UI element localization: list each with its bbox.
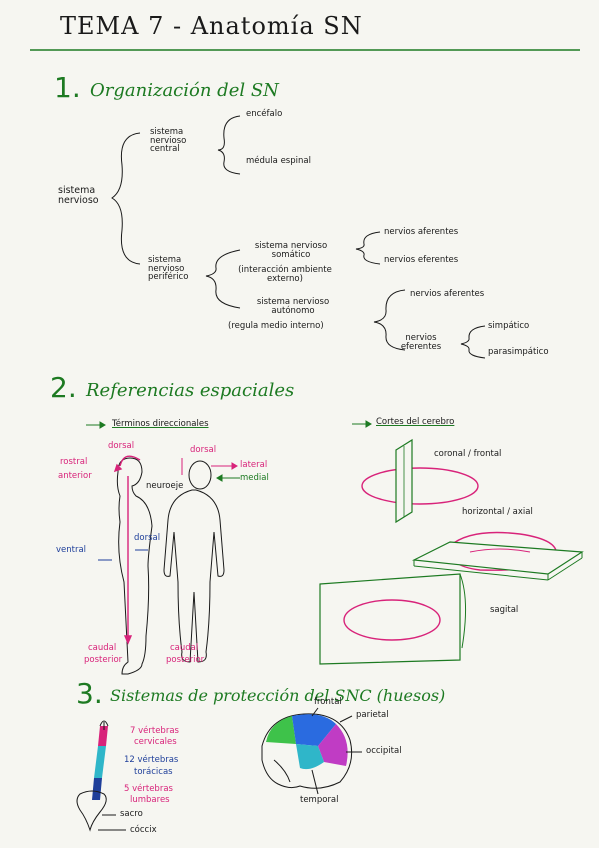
- label-horizontal: horizontal / axial: [462, 507, 533, 517]
- tree-medula: médula espinal: [246, 156, 311, 166]
- section-2-number: 2.: [50, 371, 77, 404]
- section-2-heading: Referencias espaciales: [86, 380, 295, 401]
- spine-coccix: cóccix: [130, 825, 157, 835]
- side-figure: [116, 457, 153, 675]
- directional-title: Términos direccionales: [112, 419, 209, 429]
- skull-frontal: frontal: [314, 697, 342, 707]
- spine-lumbares-1: 5 vértebras: [124, 784, 173, 794]
- spine-cervicales-1: 7 vértebras: [130, 726, 179, 736]
- spine-toracicas-2: torácicas: [134, 767, 173, 777]
- spine-lumbares-2: lumbares: [130, 795, 170, 805]
- label-rostral: rostral: [60, 457, 88, 467]
- label-ventral: ventral: [56, 545, 87, 555]
- tree-som-eferentes: nervios eferentes: [384, 255, 459, 265]
- label-dorsal-side: dorsal: [134, 533, 161, 543]
- tree-somatico: sistema nervioso somático: [254, 241, 328, 260]
- brace-snp: [205, 249, 241, 309]
- label-medial: medial: [240, 473, 269, 483]
- tree-simpatico: simpático: [488, 321, 530, 331]
- label-posterior-right: posterior: [166, 655, 205, 665]
- spine-drawing: [76, 720, 126, 832]
- label-neuroeje: neuroeje: [146, 481, 184, 491]
- tree-som-aferentes: nervios aferentes: [384, 227, 459, 237]
- tree-autonomo: sistema nervioso autónomo: [256, 297, 330, 316]
- brace-autonomo: [373, 289, 406, 351]
- section-1-number: 1.: [54, 71, 81, 104]
- brace-snc: [217, 115, 241, 175]
- skull-temporal: temporal: [300, 795, 339, 805]
- section-1-heading: Organización del SN: [90, 80, 279, 101]
- label-caudal-left: caudal: [88, 643, 117, 653]
- label-dorsal-top: dorsal: [108, 441, 135, 451]
- tree-encefalo: encéfalo: [246, 109, 283, 119]
- tree-parasimpatico: parasimpático: [488, 347, 549, 357]
- page-title: TEMA 7 - Anatomía SN: [60, 12, 363, 40]
- spine-toracicas-1: 12 vértebras: [124, 755, 179, 765]
- tree-snc: sistema nervioso central: [150, 127, 187, 154]
- skull-parietal: parietal: [356, 710, 389, 720]
- front-figure: [163, 460, 225, 663]
- tree-somatico-note: (interacción ambiente externo): [238, 265, 332, 284]
- coronal-cut-drawing: [361, 438, 479, 524]
- label-caudal-right: caudal: [170, 643, 199, 653]
- label-posterior-left: posterior: [84, 655, 123, 665]
- cortes-title: Cortes del cerebro: [376, 417, 455, 427]
- tree-aut-eferentes: nervios eferentes: [400, 333, 442, 352]
- sagital-cut-drawing: [319, 573, 467, 665]
- tree-snp: sistema nervioso periférico: [148, 255, 189, 282]
- skull-drawing: [261, 707, 362, 795]
- label-anterior: anterior: [58, 471, 92, 481]
- tree-root: sistema nervioso: [58, 185, 99, 206]
- brace-root: [111, 132, 141, 265]
- label-lateral: lateral: [240, 460, 268, 470]
- section-3-heading: Sistemas de protección del SNC (huesos): [110, 686, 446, 705]
- tree-autonomo-note: (regula medio interno): [228, 321, 324, 331]
- skull-occipital: occipital: [366, 746, 402, 756]
- tree-aut-aferentes: nervios aferentes: [410, 289, 485, 299]
- brace-somatico: [355, 231, 381, 265]
- spine-sacro: sacro: [120, 809, 143, 819]
- label-dorsal-head: dorsal: [190, 445, 217, 455]
- section-3-number: 3.: [76, 677, 103, 710]
- label-coronal: coronal / frontal: [434, 449, 502, 459]
- spine-cervicales-2: cervicales: [134, 737, 177, 747]
- horizontal-cut-drawing: [411, 531, 584, 581]
- brace-eferentes: [460, 325, 486, 359]
- label-sagital: sagital: [490, 605, 519, 615]
